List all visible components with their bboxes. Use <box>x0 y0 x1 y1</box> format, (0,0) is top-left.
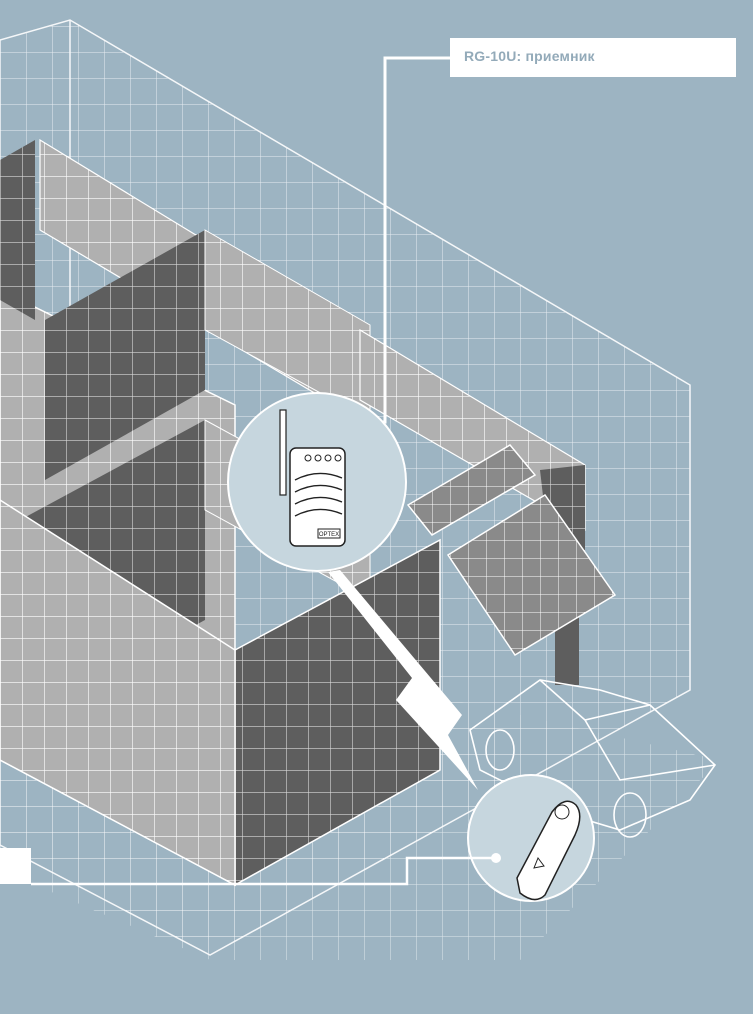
receiver-callout: OPTEX <box>228 393 406 571</box>
transmitter-label <box>0 848 31 884</box>
inner-wall-left <box>0 140 35 320</box>
receiver-label-text: RG-10U: приемник <box>464 48 595 64</box>
transmitter-callout <box>468 775 594 901</box>
receiver-label: RG-10U: приемник <box>450 38 736 77</box>
receiver-brand: OPTEX <box>319 532 339 538</box>
